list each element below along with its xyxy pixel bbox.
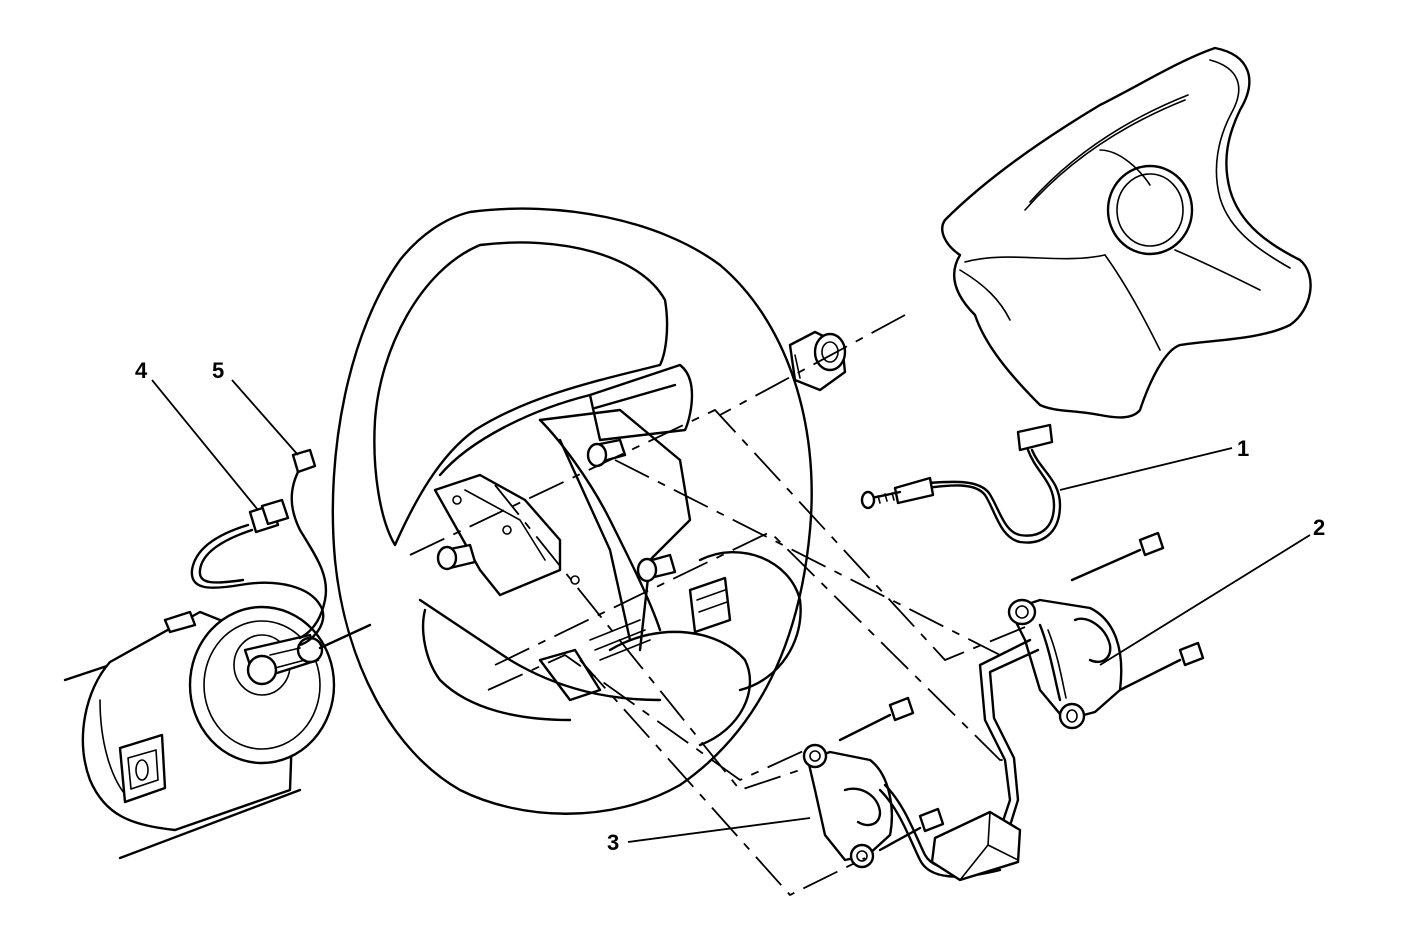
bolt-icon <box>878 807 945 852</box>
callout-2: 2 <box>1313 515 1325 540</box>
wire-harness-icon <box>190 448 328 647</box>
switch-bracket-icon <box>978 598 1123 834</box>
callout-1: 1 <box>1237 436 1249 461</box>
bolt-icon <box>1070 531 1165 582</box>
callout-3: 3 <box>607 830 619 855</box>
electrical-connector-icon <box>860 423 1062 544</box>
switch-bracket-icon <box>802 743 1022 882</box>
callout-4: 4 <box>135 358 148 383</box>
airbag-module-icon <box>941 46 1312 419</box>
callout-5: 5 <box>212 358 224 383</box>
steering-column-icon <box>63 605 372 860</box>
bolt-icon <box>838 696 915 742</box>
steering-wheel-icon <box>331 207 813 815</box>
bolt-icon <box>1118 641 1205 692</box>
callout-labels: 1 2 3 4 5 <box>135 358 1325 855</box>
hex-nut-icon <box>788 330 847 392</box>
callout-leaders <box>151 379 1311 843</box>
alignment-lines <box>409 314 1031 897</box>
